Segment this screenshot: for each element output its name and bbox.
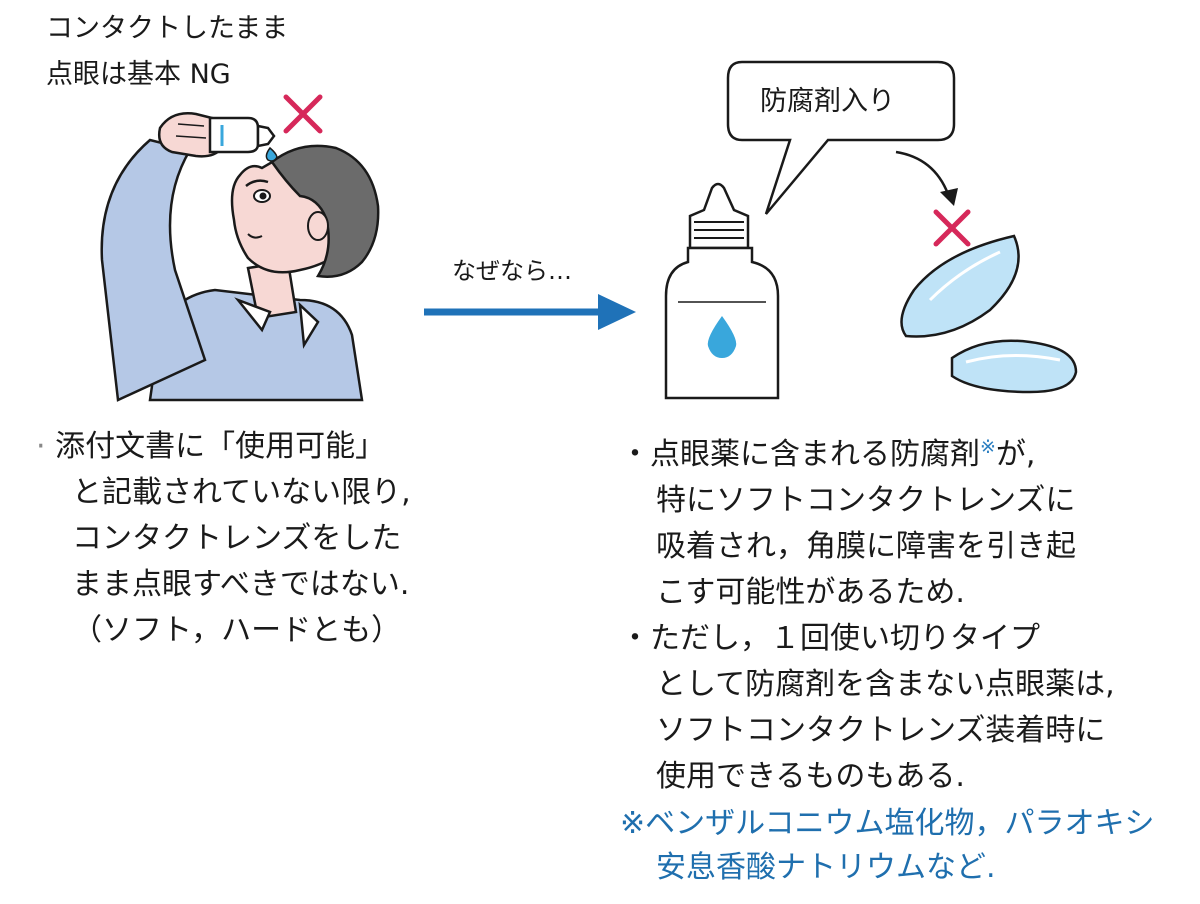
cross-mark-icon-right	[933, 209, 971, 247]
right-bullet-1-line-2: 特にソフトコンタクトレンズに	[656, 483, 1076, 518]
right-arrow-icon	[424, 294, 636, 330]
right-bullet-2-line-4: 使用できるものもある.	[656, 759, 965, 794]
contact-lens-illustration	[900, 234, 1078, 394]
eyedrop-bottle-illustration	[664, 182, 780, 400]
footnote: ※ベンザルコニウム塩化物，パラオキシ 安息香酸ナトリウムなど.	[620, 802, 1155, 890]
top-note-line-1: コンタクトしたまま	[46, 13, 289, 44]
speech-bubble-text: 防腐剤入り	[760, 86, 895, 117]
footnote-line-1: ※ベンザルコニウム塩化物，パラオキシ	[620, 806, 1155, 841]
footnote-line-2: 安息香酸ナトリウムなど.	[656, 850, 996, 885]
arrow-label: なぜなら…	[452, 257, 572, 285]
top-note-line-2: 点眼は基本 NG	[46, 59, 231, 90]
left-bullet-line-2: と記載されていない限り,	[72, 475, 411, 510]
left-bullet-list: · 添付文書に「使用可能」 と記載されていない限り, コンタクトレンズをした ま…	[36, 424, 411, 654]
person-eyedrop-illustration	[100, 112, 380, 402]
right-bullet-2-line-2: として防腐剤を含まない点眼薬は,	[656, 667, 1115, 702]
right-bullet-2-line-1: ・ただし，１回使い切りタイプ	[620, 621, 1040, 656]
bullet-dot-icon: ・	[620, 621, 650, 656]
right-bullet-1-line-4: こす可能性があるため.	[656, 575, 965, 610]
left-bullet-line-3: コンタクトレンズをした	[72, 521, 402, 556]
top-note: コンタクトしたまま 点眼は基本 NG	[46, 6, 288, 98]
right-bullet-1-line-1: ・点眼薬に含まれる防腐剤※が,	[620, 436, 1036, 472]
right-bullet-list: ・点眼薬に含まれる防腐剤※が, 特にソフトコンタクトレンズに 吸着され，角膜に障…	[620, 424, 1115, 800]
speech-bubble	[726, 60, 956, 215]
left-bullet-line-4: まま点眼すべきではない.	[72, 567, 410, 602]
left-bullet-line-1: · 添付文書に「使用可能」	[36, 429, 386, 464]
left-bullet-line-5: （ソフト，ハードとも）	[72, 613, 402, 648]
bullet-dot-icon: ・	[620, 437, 650, 472]
right-bullet-1-line-3: 吸着され，角膜に障害を引き起	[656, 529, 1076, 564]
footnote-mark: ※	[980, 436, 996, 458]
cross-mark-icon-left	[283, 94, 323, 134]
curved-arrow-icon	[895, 150, 958, 206]
right-bullet-2-line-3: ソフトコンタクトレンズ装着時に	[656, 713, 1106, 748]
bullet-dot-icon: ·	[36, 429, 56, 464]
